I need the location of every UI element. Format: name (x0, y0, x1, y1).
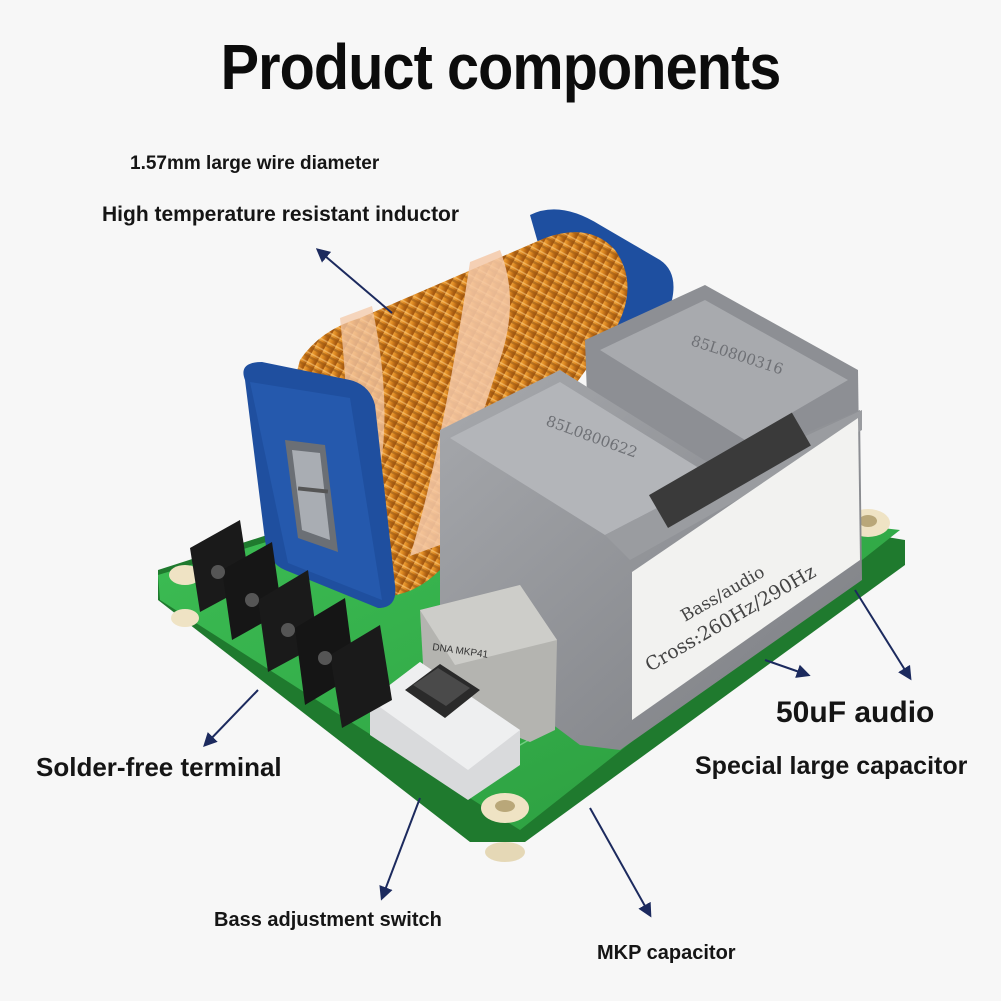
inductor-label: High temperature resistant inductor (102, 203, 460, 226)
terminal-blocks (190, 520, 392, 728)
arrow-inductor (315, 248, 393, 314)
slide-switch (370, 662, 520, 800)
arrow-capacitor-base (764, 659, 811, 678)
callout-arrows (203, 248, 912, 918)
arrow-capacitor (854, 589, 912, 681)
arrow-terminal (203, 689, 259, 748)
inductor (243, 209, 674, 608)
wire-diameter-label: 1.57mm large wire diameter (130, 153, 380, 174)
switch-label: Bass adjustment switch (214, 909, 442, 931)
mkp-capacitor-label: MKP capacitor (597, 942, 736, 964)
arrow-switch (379, 797, 421, 901)
capacitor-value-label: 50uF audio (776, 696, 935, 729)
page-title: Product components (220, 31, 782, 103)
terminal-label: Solder-free terminal (36, 752, 282, 782)
arrow-mkp (589, 807, 652, 918)
capacitor-description-label: Special large capacitor (695, 752, 968, 780)
